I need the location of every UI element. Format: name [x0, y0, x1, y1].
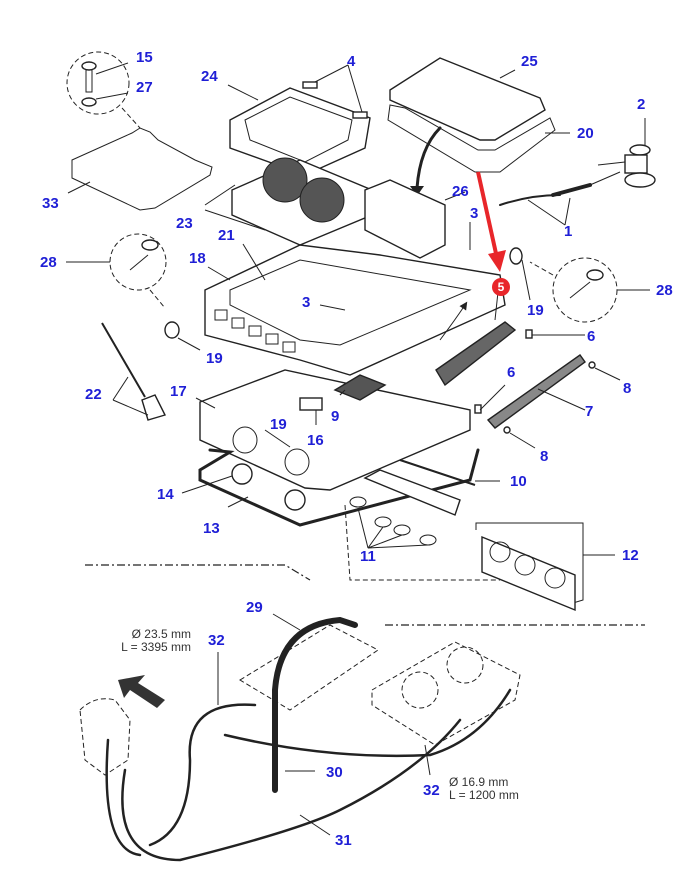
part-1-cable — [499, 171, 621, 226]
label-part-19-center[interactable]: 19 — [270, 416, 287, 433]
label-part-24[interactable]: 24 — [201, 68, 218, 85]
part-2-water-valve — [597, 118, 656, 188]
part-13-seal — [198, 448, 480, 527]
label-part-14[interactable]: 14 — [157, 486, 174, 503]
label-part-17[interactable]: 17 — [170, 383, 187, 400]
part-28-detail-left — [66, 233, 167, 309]
part-12-control-panel — [475, 522, 615, 612]
hose-length-small: L = 1200 mm — [449, 788, 519, 802]
label-part-3-upper[interactable]: 3 — [470, 205, 479, 222]
label-part-31[interactable]: 31 — [335, 832, 352, 849]
highlight-arrow — [476, 171, 506, 272]
label-part-8-upper[interactable]: 8 — [623, 380, 632, 397]
label-part-19-right[interactable]: 19 — [527, 302, 544, 319]
part-7-trim — [474, 329, 621, 449]
label-part-18[interactable]: 18 — [189, 250, 206, 267]
label-part-11[interactable]: 11 — [360, 548, 376, 565]
part-26-evaporator — [364, 179, 466, 259]
label-part-19-left[interactable]: 19 — [206, 350, 223, 367]
label-part-1[interactable]: 1 — [564, 223, 573, 240]
screw-washer-detail — [66, 51, 141, 129]
label-part-21[interactable]: 21 — [218, 227, 235, 244]
label-part-26[interactable]: 26 — [452, 183, 469, 200]
label-part-16[interactable]: 16 — [307, 432, 324, 449]
part-19-clip-left — [164, 321, 180, 339]
part-28-detail-right — [529, 257, 650, 323]
label-part-32-lower[interactable]: 32 — [423, 782, 440, 799]
label-part-9[interactable]: 9 — [331, 408, 340, 425]
label-part-4[interactable]: 4 — [347, 53, 356, 70]
hose-diameter-large: Ø 23.5 mm — [131, 627, 191, 641]
label-part-2[interactable]: 2 — [637, 96, 646, 113]
label-part-12[interactable]: 12 — [622, 547, 639, 564]
label-part-29[interactable]: 29 — [246, 599, 263, 616]
part-19-clip-right — [509, 247, 523, 265]
part-25-filter-lid — [387, 57, 570, 196]
label-part-23[interactable]: 23 — [176, 215, 193, 232]
label-part-28-left[interactable]: 28 — [40, 254, 57, 271]
label-part-15[interactable]: 15 — [136, 49, 153, 66]
part-14-knob — [231, 463, 253, 485]
part-24-lid — [227, 81, 371, 176]
hose-length-large: L = 3395 mm — [121, 640, 191, 654]
hose-spec-large: Ø 23.5 mm L = 3395 mm — [121, 627, 191, 654]
hose-spec-small: Ø 16.9 mm L = 1200 mm — [449, 776, 519, 802]
label-part-13[interactable]: 13 — [203, 520, 220, 537]
label-part-6-upper[interactable]: 6 — [587, 328, 596, 345]
part-11-buttons — [349, 469, 461, 549]
label-part-3-lower[interactable]: 3 — [302, 294, 311, 311]
part-22-antenna — [101, 322, 167, 421]
label-part-30[interactable]: 30 — [326, 764, 343, 781]
label-part-22[interactable]: 22 — [85, 386, 102, 403]
highlight-badge-part-5[interactable]: 5 — [492, 278, 510, 296]
part-5-filter — [435, 291, 517, 387]
part-33-cover-plate — [67, 127, 213, 211]
compressor — [79, 698, 131, 776]
label-part-20[interactable]: 20 — [577, 125, 594, 142]
label-part-27[interactable]: 27 — [136, 79, 153, 96]
label-part-7[interactable]: 7 — [585, 403, 594, 420]
hoses-32 — [105, 652, 512, 862]
label-part-28-right[interactable]: 28 — [656, 282, 673, 299]
part-29-heater-core — [239, 613, 379, 711]
direction-arrow — [118, 675, 165, 708]
label-part-10[interactable]: 10 — [510, 473, 527, 490]
label-part-6-lower[interactable]: 6 — [507, 364, 516, 381]
label-part-32-upper[interactable]: 32 — [208, 632, 225, 649]
part-heater-unit-right — [371, 641, 521, 746]
label-part-8-lower[interactable]: 8 — [540, 448, 549, 465]
label-part-25[interactable]: 25 — [521, 53, 538, 70]
part-30-hose — [272, 616, 358, 793]
hose-diameter-small: Ø 16.9 mm — [449, 775, 509, 789]
label-part-33[interactable]: 33 — [42, 195, 59, 212]
part-18-housing — [204, 222, 506, 376]
